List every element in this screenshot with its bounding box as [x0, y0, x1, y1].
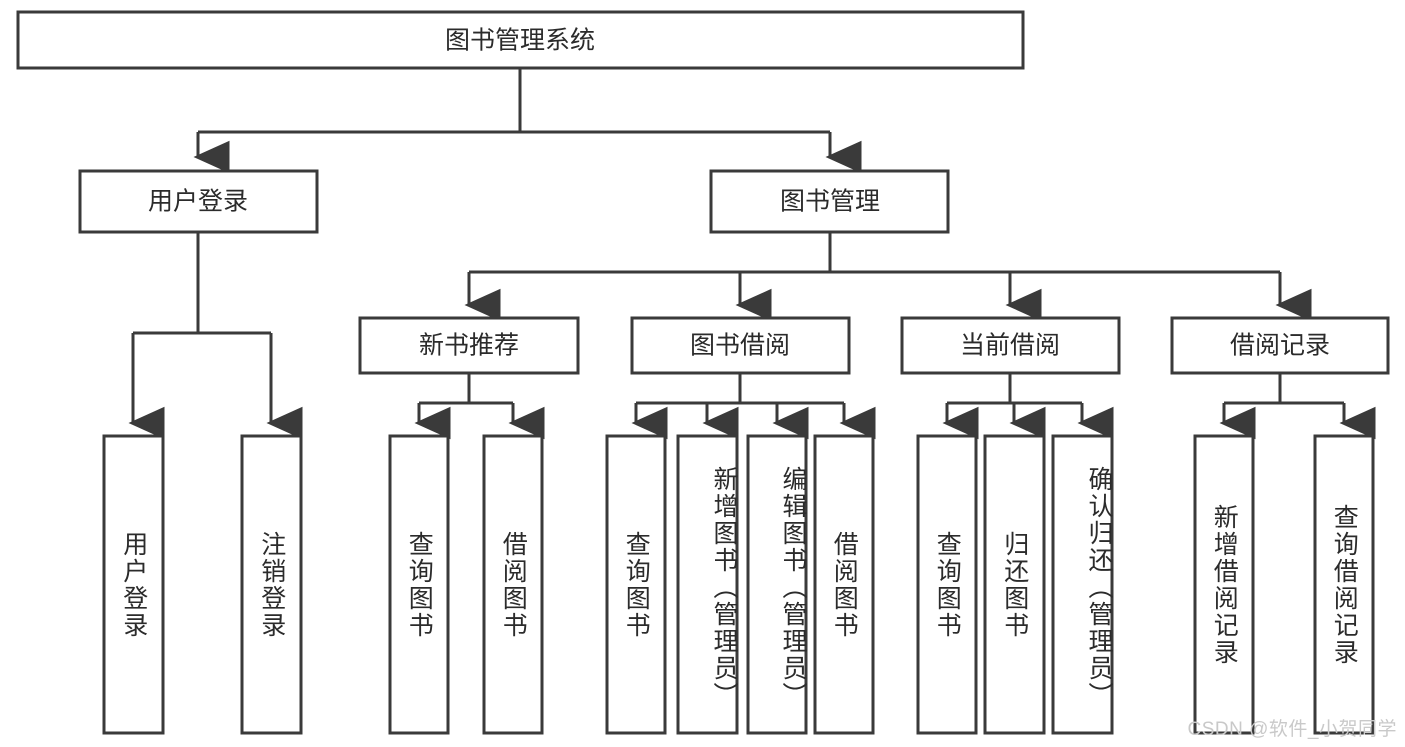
leaf-box-borrow-book-1[interactable] [482, 434, 544, 735]
connector-borrow-to-leaves [631, 373, 876, 440]
leaf-box-add-record[interactable] [1193, 434, 1255, 735]
node-book-borrow-label: 图书借阅 [690, 332, 790, 360]
node-current-borrow[interactable]: 当前借阅 [900, 316, 1121, 375]
leaf-box-add-book[interactable] [676, 434, 739, 735]
node-root[interactable]: 图书管理系统 [16, 10, 1025, 70]
leaf-box-query-book-2[interactable] [605, 434, 667, 735]
connector-book-mgmt-to-level3 [464, 232, 1312, 322]
node-book-management[interactable]: 图书管理 [709, 169, 950, 234]
node-borrow-records[interactable]: 借阅记录 [1170, 316, 1390, 375]
connector-current-borrow-to-leaves [942, 373, 1114, 440]
leaf-box-return-book[interactable] [983, 434, 1046, 735]
node-borrow-records-label: 借阅记录 [1230, 332, 1330, 360]
leaf-boxes [102, 434, 1375, 735]
node-book-management-label: 图书管理 [780, 188, 880, 216]
leaf-box-query-book-3[interactable] [916, 434, 978, 735]
node-user-login-label: 用户登录 [148, 188, 248, 216]
node-user-login[interactable]: 用户登录 [78, 169, 319, 234]
leaf-box-query-book-1[interactable] [388, 434, 450, 735]
node-root-label: 图书管理系统 [445, 27, 595, 55]
node-new-book-recommend[interactable]: 新书推荐 [358, 316, 580, 375]
node-book-borrow[interactable]: 图书借阅 [630, 316, 851, 375]
connector-records-to-leaves [1219, 373, 1376, 440]
node-current-borrow-label: 当前借阅 [960, 332, 1060, 360]
leaf-box-confirm-return[interactable] [1051, 434, 1114, 735]
leaf-box-query-record[interactable] [1313, 434, 1375, 735]
leaf-box-borrow-book-2[interactable] [813, 434, 875, 735]
leaf-box-edit-book[interactable] [746, 434, 808, 735]
node-new-book-recommend-label: 新书推荐 [419, 332, 519, 360]
connector-root-to-level2 [193, 68, 862, 174]
csdn-watermark: CSDN @软件_小贺同学 [1187, 719, 1397, 740]
connector-new-book-to-leaves [414, 373, 545, 440]
leaf-box-logout[interactable] [240, 434, 303, 735]
leaf-box-user-login[interactable] [102, 434, 165, 735]
connector-user-login-to-leaves [128, 232, 303, 440]
